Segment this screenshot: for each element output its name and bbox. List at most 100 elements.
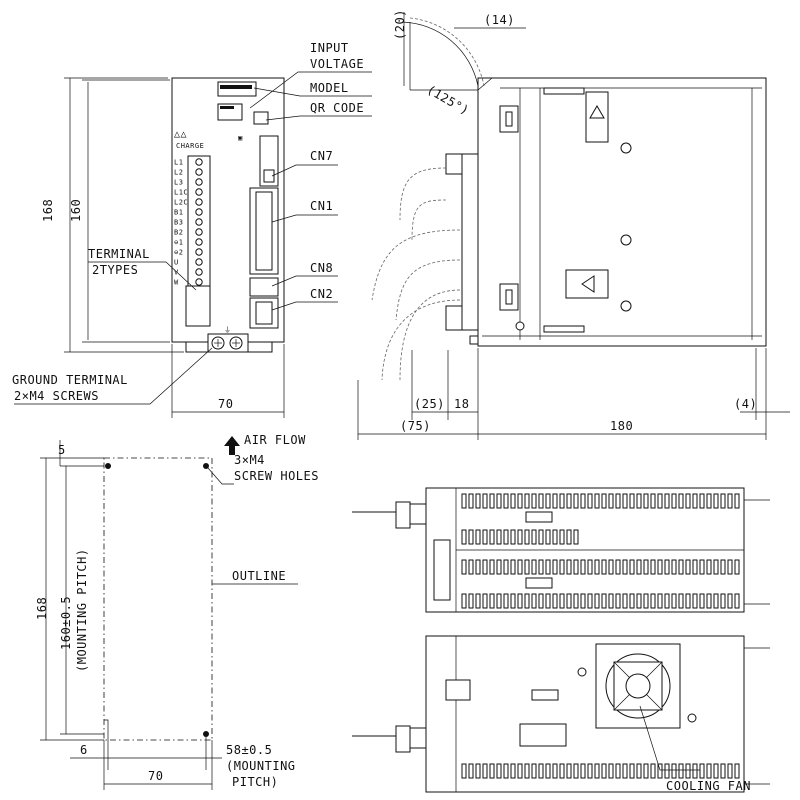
cn8-connector [249, 277, 279, 297]
vent-slot [699, 493, 705, 509]
dim-front-168: 168 [41, 199, 55, 222]
dim-mount-168: 168 [35, 597, 49, 620]
vent-slot [678, 559, 684, 575]
vent-slot [734, 593, 740, 609]
vent-slot [643, 593, 649, 609]
vent-slot [489, 593, 495, 609]
vent-slot [461, 529, 467, 545]
vent-slot [727, 493, 733, 509]
vent-slot [622, 763, 628, 779]
vent-slot [566, 763, 572, 779]
vent-slot [622, 493, 628, 509]
vent-slot [720, 559, 726, 575]
vent-slot [461, 593, 467, 609]
vent-slot [468, 593, 474, 609]
terminal-screw [195, 198, 203, 206]
vent-slot [489, 493, 495, 509]
vent-slot [713, 493, 719, 509]
vent-slot [545, 493, 551, 509]
vent-slot [566, 559, 572, 575]
vent-slot [720, 763, 726, 779]
dim-mount-58: 58±0.5 [226, 743, 272, 757]
vent-slot [643, 493, 649, 509]
vent-slot [524, 559, 530, 575]
label-qr-code: QR CODE [310, 101, 364, 115]
vent-slot [531, 559, 537, 575]
terminal-screw [195, 278, 203, 286]
vent-slot [671, 763, 677, 779]
vent-slot [580, 493, 586, 509]
vent-slot [475, 529, 481, 545]
terminal-label: ⊖1 [174, 239, 183, 247]
terminal-label: L2C [174, 199, 188, 207]
mounting-outline [103, 457, 213, 741]
vent-slot [713, 593, 719, 609]
terminal-screw [195, 178, 203, 186]
vent-slot [489, 559, 495, 575]
vent-slot [615, 763, 621, 779]
vent-slot [727, 763, 733, 779]
vent-slot [531, 493, 537, 509]
vent-slot [566, 593, 572, 609]
terminal-screw [195, 248, 203, 256]
vent-slot [608, 763, 614, 779]
label-screw-holes-1: 3×M4 [234, 453, 265, 467]
front-view-annotations: INPUT VOLTAGE MODEL QR CODE CN7 CN1 CN8 … [12, 41, 372, 418]
terminal-screw [195, 168, 203, 176]
vent-slot [734, 493, 740, 509]
vent-slot [713, 763, 719, 779]
vent-slot [594, 559, 600, 575]
vent-slot [685, 493, 691, 509]
terminal-screw [195, 158, 203, 166]
vent-slot [601, 493, 607, 509]
vent-slot [636, 763, 642, 779]
vent-slot [636, 559, 642, 575]
vent-slot [545, 763, 551, 779]
qr-code-box [253, 111, 269, 125]
terminal-screw [195, 238, 203, 246]
dim-side-25: (25) [414, 397, 445, 411]
vent-slot [573, 593, 579, 609]
vent-slot [545, 529, 551, 545]
terminal-screw [195, 218, 203, 226]
vent-slot [559, 529, 565, 545]
vent-slot [601, 763, 607, 779]
svg-text:⏚: ⏚ [224, 326, 232, 334]
svg-text:△△: △△ [174, 129, 187, 140]
vent-slot [566, 493, 572, 509]
vent-slot [580, 593, 586, 609]
vent-slot [517, 763, 523, 779]
terminal-label: B3 [174, 219, 183, 227]
vent-slot [573, 559, 579, 575]
vent-slot [706, 493, 712, 509]
dim-side-125: (125°) [425, 82, 472, 117]
vent-slot [510, 529, 516, 545]
terminal-screw [195, 208, 203, 216]
vent-slot [587, 763, 593, 779]
vent-slot [699, 763, 705, 779]
vent-slot [552, 593, 558, 609]
vent-slot [629, 593, 635, 609]
vent-slot [496, 593, 502, 609]
vent-slot [503, 493, 509, 509]
screw-hole-top-left [105, 463, 111, 469]
vent-slot [657, 593, 663, 609]
bottom-view: COOLING FAN [352, 635, 770, 793]
vent-slot [594, 763, 600, 779]
label-mounting-pitch-v: (MOUNTING PITCH) [75, 548, 89, 672]
vent-slot [531, 593, 537, 609]
vent-slot [587, 559, 593, 575]
dim-side-4: (4) [734, 397, 757, 411]
vent-slot [503, 763, 509, 779]
vent-slot [699, 593, 705, 609]
vent-slot [552, 529, 558, 545]
airflow-arrow-icon [224, 436, 240, 446]
vent-slot [720, 593, 726, 609]
vent-slot [706, 593, 712, 609]
vent-slot [517, 493, 523, 509]
vent-slot [475, 763, 481, 779]
label-screw-holes-2: SCREW HOLES [234, 469, 319, 483]
label-outline: OUTLINE [232, 569, 286, 583]
vent-slot [594, 493, 600, 509]
vent-slot [671, 493, 677, 509]
